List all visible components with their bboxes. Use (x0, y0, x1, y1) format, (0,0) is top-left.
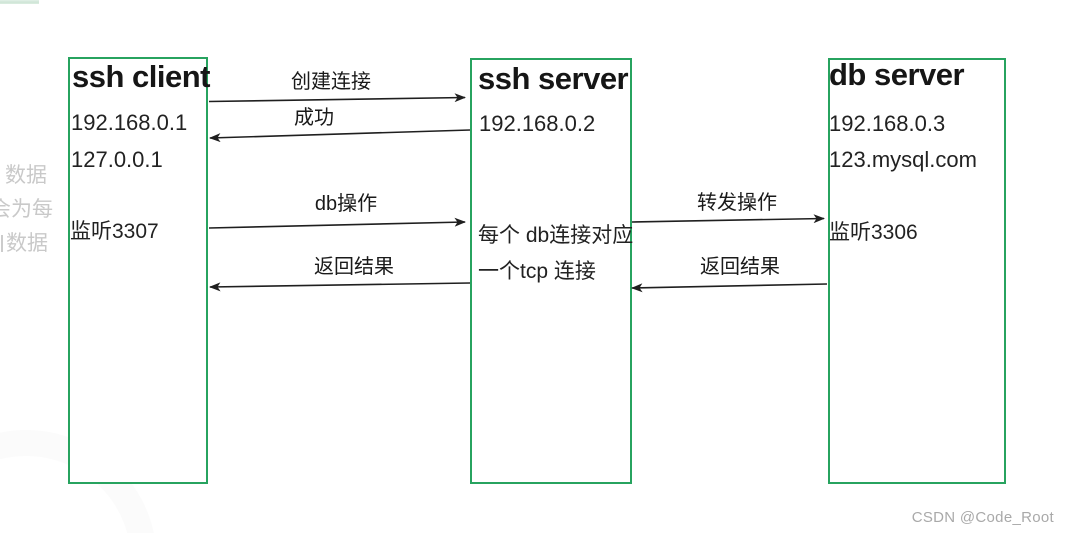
arrow-success (209, 129, 471, 143)
arrow-label-return-result-left: 返回结果 (314, 256, 394, 278)
node-db-server: db server 192.168.0.3 123.mysql.com 监听33… (828, 58, 1006, 484)
arrow-return-result-left (209, 282, 471, 292)
node-ssh-client-title: ssh client (72, 59, 211, 94)
node-ssh-client-listen-port: 监听3307 (70, 220, 159, 243)
clipped-character-fragment (0, 235, 3, 252)
arrow-label-return-result-right: 返回结果 (700, 256, 780, 278)
node-ssh-server-ip: 192.168.0.2 (479, 111, 596, 136)
node-ssh-server: ssh server 192.168.0.2 每个 db连接对应 一个tcp 连… (470, 58, 634, 484)
arrow-label-success: 成功 (294, 107, 334, 129)
faded-note-line-1: 数据 (5, 164, 47, 187)
node-ssh-server-note-line-2: 一个tcp 连接 (478, 260, 596, 283)
arrow-forward-operation (631, 214, 825, 224)
arrow-return-result-right (631, 283, 828, 293)
faded-note-line-2: 会为每 (0, 198, 53, 221)
node-ssh-client-loopback: 127.0.0.1 (71, 147, 163, 172)
faded-note-line-3: 数据 (0, 232, 48, 256)
arrow-label-db-operation: db操作 (314, 193, 378, 215)
csdn-watermark: CSDN @Code_Root (911, 509, 1054, 526)
node-ssh-server-note-line-1: 每个 db连接对应 (478, 224, 634, 247)
faded-note-line-3-text: 数据 (6, 232, 48, 255)
arrow-create-connection (208, 93, 466, 103)
node-db-server-title: db server (829, 57, 965, 92)
top-left-accent-bar (0, 0, 39, 4)
node-db-server-listen-port: 监听3306 (829, 221, 918, 244)
node-ssh-client: ssh client 192.168.0.1 127.0.0.1 监听3307 (68, 57, 211, 484)
node-ssh-client-ip: 192.168.0.1 (71, 110, 188, 135)
node-db-server-ip: 192.168.0.3 (829, 111, 946, 136)
arrow-label-forward-operation: 转发操作 (697, 192, 777, 214)
node-ssh-server-title: ssh server (478, 61, 629, 96)
arrow-db-operation (208, 217, 466, 229)
node-db-server-hostname: 123.mysql.com (829, 147, 977, 172)
arrow-label-create-connection: 创建连接 (291, 71, 371, 93)
